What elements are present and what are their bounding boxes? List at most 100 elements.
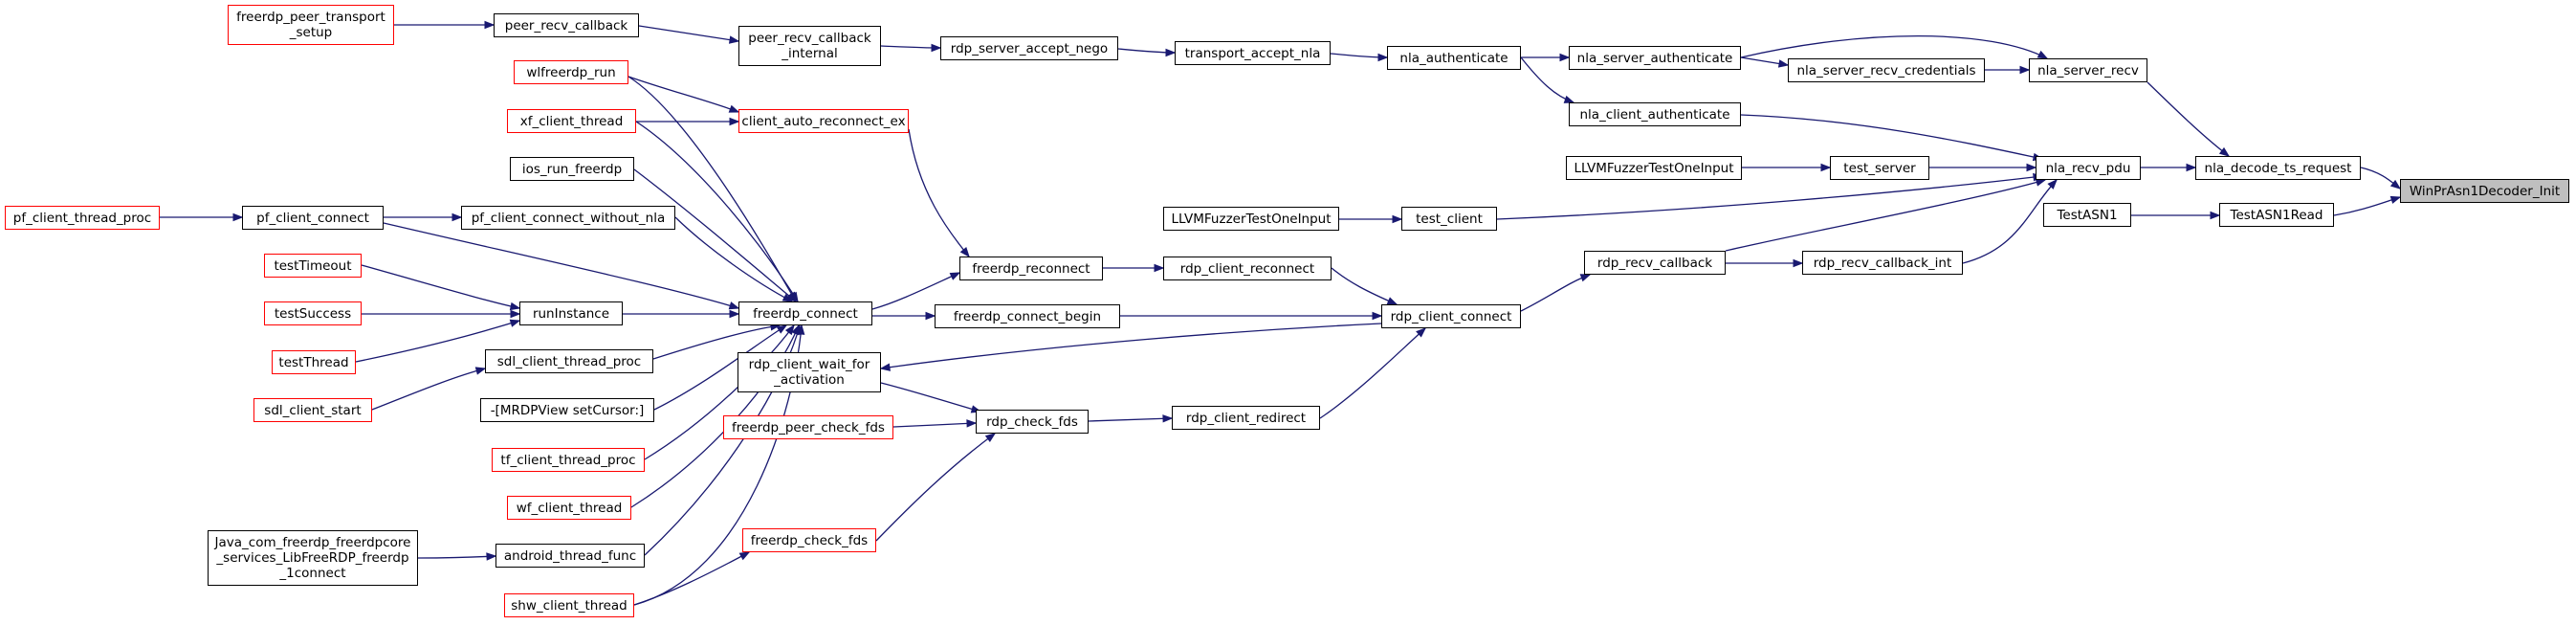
node-rdp-recv-callback[interactable]: rdp_recv_callback [1584, 251, 1726, 275]
node-freerdp-reconnect[interactable]: freerdp_reconnect [959, 257, 1103, 280]
edge-arrowhead-21 [2047, 178, 2058, 190]
edge-46 [361, 264, 520, 309]
edge-43 [383, 222, 739, 309]
node-transport-accept-nla[interactable]: transport_accept_nla [1175, 41, 1331, 65]
edge-arrowhead-42 [451, 212, 463, 222]
node-nla-server-authenticate[interactable]: nla_server_authenticate [1569, 46, 1741, 70]
edge-14 [638, 25, 739, 42]
node-sdl-client-thread-proc[interactable]: sdl_client_thread_proc [485, 349, 653, 373]
edge-57 [633, 551, 750, 606]
node-nla-server-recv[interactable]: nla_server_recv [2029, 58, 2147, 82]
edge-arrowhead-27 [1372, 311, 1383, 321]
node-rdp-client-redirect[interactable]: rdp_client_redirect [1172, 406, 1320, 430]
edge-arrowhead-17 [1820, 163, 1832, 172]
edge-50 [371, 368, 486, 411]
node-rdp-server-accept-nego[interactable]: rdp_server_accept_nego [940, 36, 1118, 60]
node-client-auto-reconnect-ex[interactable]: client_auto_reconnect_ex [738, 109, 909, 133]
node-nla-client-authenticate[interactable]: nla_client_authenticate [1569, 102, 1741, 126]
node-nla-authenticate[interactable]: nla_authenticate [1387, 46, 1521, 70]
node-wf-client-thread[interactable]: wf_client_thread [507, 496, 631, 520]
node-freerdp-check-fds[interactable]: freerdp_check_fds [742, 528, 876, 552]
node-test-client[interactable]: test_client [1401, 207, 1497, 231]
edge-arrowhead-0 [2389, 179, 2402, 190]
node-rdp-client-reconnect[interactable]: rdp_client_reconnect [1163, 257, 1332, 280]
edge-55 [417, 555, 496, 559]
edge-arrowhead-41 [782, 293, 794, 302]
edge-1 [2333, 196, 2401, 216]
edge-arrowhead-46 [509, 301, 521, 311]
edge-arrowhead-2 [2186, 163, 2197, 172]
node-android-thread-func[interactable]: android_thread_func [495, 544, 645, 568]
node-runinstance[interactable]: runInstance [519, 301, 623, 325]
edge-arrowhead-9 [1559, 53, 1571, 62]
node-rdp-recv-callback-int[interactable]: rdp_recv_callback_int [1802, 251, 1963, 275]
node-testasn1read[interactable]: TestASN1Read [2219, 203, 2334, 227]
node-freerdp-peer-check-fds[interactable]: freerdp_peer_check_fds [723, 415, 893, 439]
edge-18 [1496, 175, 2043, 220]
node-pf-client-connect-without-nla[interactable]: pf_client_connect_without_nla [461, 206, 675, 230]
node-peer-recv-callback[interactable]: peer_recv_callback [494, 13, 639, 37]
node-shw-client-thread[interactable]: shw_client_thread [504, 593, 634, 617]
node-tf-client-thread-proc[interactable]: tf_client_thread_proc [492, 448, 645, 472]
node-testtimeout[interactable]: testTimeout [264, 254, 362, 278]
call-edges [160, 20, 2402, 606]
edge-arrowhead-57 [738, 551, 751, 561]
edge-arrowhead-20 [2035, 178, 2047, 187]
edge-arrowhead-34 [949, 272, 961, 280]
node-llvmfuzzer-server[interactable]: LLVMFuzzerTestOneInput [1566, 156, 1742, 180]
edge-arrowhead-6 [1777, 59, 1790, 68]
edge-21 [1962, 179, 2058, 264]
node-test-server[interactable]: test_server [1830, 156, 1929, 180]
edge-arrowhead-52 [784, 324, 795, 336]
edge-arrowhead-44 [232, 212, 244, 222]
node-peer-recv-callback-internal[interactable]: peer_recv_callback _internal [738, 26, 881, 66]
node-rdp-check-fds[interactable]: rdp_check_fds [976, 410, 1089, 434]
edge-arrowhead-26 [1154, 263, 1165, 273]
edge-arrowhead-23 [1579, 274, 1592, 282]
edge-arrowhead-16 [2026, 163, 2037, 172]
edge-28 [880, 323, 1382, 369]
edge-4 [2147, 81, 2230, 157]
edge-arrowhead-13 [931, 43, 942, 53]
node-nla-decode-ts-request[interactable]: nla_decode_ts_request [2195, 156, 2361, 180]
node-freerdp-peer-transport-setup[interactable]: freerdp_peer_transport _setup [228, 5, 394, 45]
edge-arrowhead-19 [1392, 214, 1403, 224]
edge-34 [871, 272, 960, 310]
node-wlfreerdp-run[interactable]: wlfreerdp_run [514, 60, 628, 84]
node-sdl-client-start[interactable]: sdl_client_start [253, 398, 372, 422]
node-rdp-client-wait-for-activation[interactable]: rdp_client_wait_for _activation [738, 352, 881, 392]
edge-40 [633, 168, 797, 302]
node-xf-client-thread[interactable]: xf_client_thread [507, 109, 636, 133]
node-testthread[interactable]: testThread [272, 350, 356, 374]
edge-arrowhead-48 [509, 319, 521, 327]
node-pf-client-thread-proc[interactable]: pf_client_thread_proc [5, 206, 160, 230]
edge-arrowhead-30 [966, 419, 978, 428]
edge-arrowhead-47 [510, 309, 521, 319]
edge-29 [1088, 417, 1173, 422]
edge-arrowhead-7 [2037, 50, 2049, 59]
edge-arrowhead-50 [474, 367, 487, 375]
node-mrdpview-setcursor[interactable]: -[MRDPView setCursor:] [480, 398, 654, 422]
node-freerdp-connect-begin[interactable]: freerdp_connect_begin [935, 304, 1120, 328]
node-testsuccess[interactable]: testSuccess [264, 301, 362, 325]
edge-arrowhead-33 [959, 246, 970, 258]
edge-arrowhead-25 [1416, 327, 1427, 338]
edge-arrowhead-29 [1162, 414, 1174, 423]
node-nla-server-recv-credentials[interactable]: nla_server_recv_credentials [1788, 58, 1985, 82]
node-freerdp-connect[interactable]: freerdp_connect [738, 301, 872, 325]
edge-32 [880, 382, 981, 413]
edge-30 [892, 422, 977, 428]
edge-arrowhead-40 [785, 292, 798, 302]
node-java-connect[interactable]: Java_com_freerdp_freerdpcore _services_L… [208, 530, 418, 586]
node-llvmfuzzer-client[interactable]: LLVMFuzzerTestOneInput [1163, 207, 1339, 231]
node-ios-run-freerdp[interactable]: ios_run_freerdp [510, 157, 634, 181]
edge-arrowhead-12 [1165, 48, 1177, 57]
node-rdp-client-connect[interactable]: rdp_client_connect [1381, 304, 1521, 328]
edge-arrowhead-31 [984, 433, 997, 443]
node-pf-client-connect[interactable]: pf_client_connect [242, 206, 384, 230]
node-testasn1[interactable]: TestASN1 [2043, 203, 2131, 227]
edge-arrowhead-36 [728, 104, 740, 113]
edge-arrowhead-45 [729, 309, 740, 319]
node-nla-recv-pdu[interactable]: nla_recv_pdu [2036, 156, 2141, 180]
